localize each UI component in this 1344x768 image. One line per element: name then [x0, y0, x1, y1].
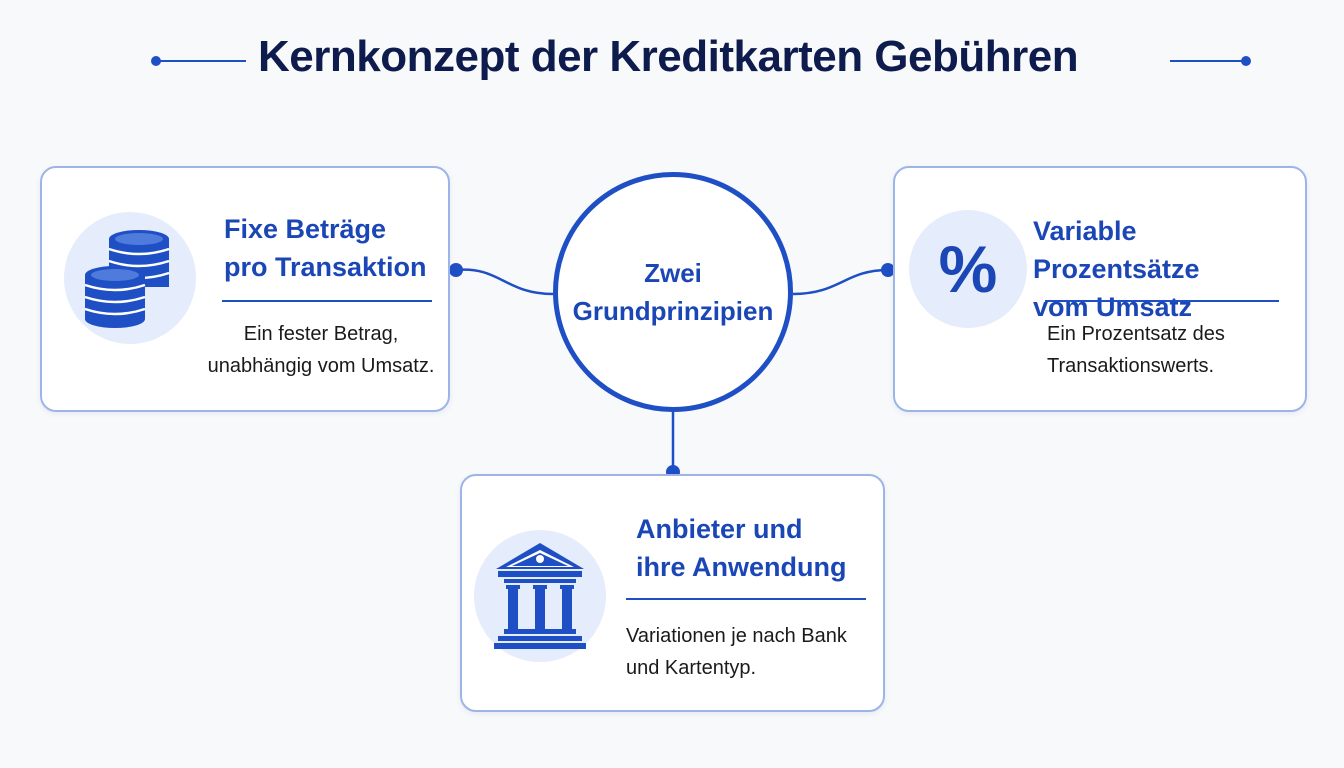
title-decor-line-right [1170, 60, 1246, 62]
card-variable-description: Ein Prozentsatz des Transaktionswerts. [1047, 323, 1225, 377]
card-fixed-amounts: Fixe Beträge pro Transaktion Ein fester … [40, 166, 450, 412]
connector-right [792, 268, 889, 296]
bank-bubble [474, 530, 606, 662]
connector-left [455, 268, 554, 296]
title-row: Kernkonzept der Kreditkarten Gebühren [0, 28, 1344, 92]
title-decor-line-left [156, 60, 246, 62]
card-variable-percent: % Variable Prozentsätze vom Umsatz Ein P… [893, 166, 1307, 412]
title-decor-dot-left [151, 56, 161, 66]
percent-bubble: % [909, 210, 1027, 328]
bank-building-icon [494, 543, 586, 649]
card-fixed-description: Ein fester Betrag, unabhängig vom Umsatz… [207, 323, 435, 377]
card-providers-rule [626, 598, 866, 600]
card-providers-title: Anbieter und ihre Anwendung [636, 514, 847, 582]
center-label: Zwei Grundprinzipien [572, 258, 774, 326]
card-providers: Anbieter und ihre Anwendung Variationen … [460, 474, 885, 712]
percent-icon: % [938, 232, 998, 306]
page-title: Kernkonzept der Kreditkarten Gebühren [258, 32, 1079, 81]
card-variable-rule [1045, 300, 1279, 302]
title-decor-dot-right [1241, 56, 1251, 66]
card-providers-description: Variationen je nach Bank und Kartentyp. [626, 625, 847, 679]
connector-left-dot [449, 263, 463, 277]
connector-right-dot [881, 263, 895, 277]
card-fixed-title: Fixe Beträge pro Transaktion [224, 214, 427, 282]
card-fixed-rule [222, 300, 432, 302]
center-circle: Zwei Grundprinzipien [553, 172, 793, 412]
coins-stack-icon [84, 230, 170, 328]
card-variable-title: Variable Prozentsätze vom Umsatz [1033, 216, 1200, 322]
coins-bubble [64, 212, 196, 344]
